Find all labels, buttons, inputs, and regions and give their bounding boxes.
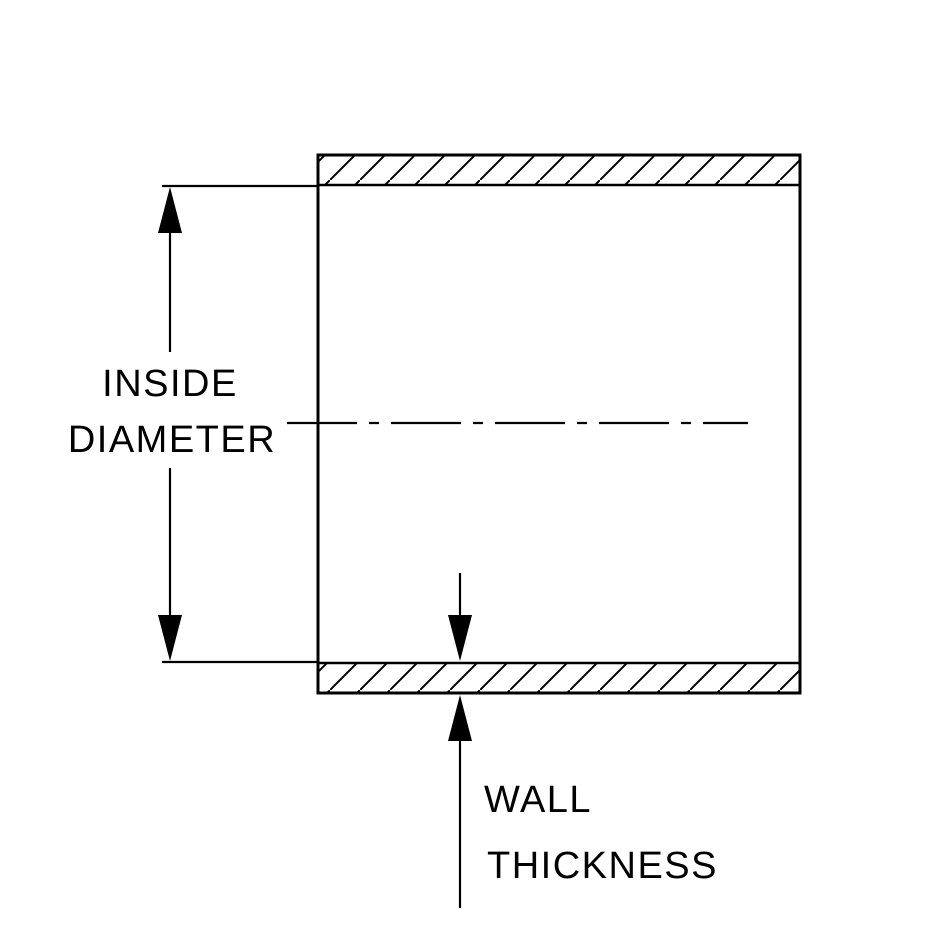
inside-diameter-dimension: INSIDE DIAMETER xyxy=(68,184,318,664)
tube-body xyxy=(287,153,802,695)
tube-bottom-wall-hatched xyxy=(316,661,802,695)
wall-thickness-arrow-down xyxy=(448,615,472,661)
wall-thickness-dimension: WALL THICKNESS xyxy=(448,573,718,908)
inside-diameter-arrow-down xyxy=(158,615,182,661)
wall-thickness-label-line2: THICKNESS xyxy=(487,845,718,887)
inside-diameter-label-line2: DIAMETER xyxy=(68,419,276,461)
tube-top-wall-hatched xyxy=(316,153,802,187)
wall-thickness-arrow-up xyxy=(448,695,472,741)
inside-diameter-label-line1: INSIDE xyxy=(102,363,238,405)
inside-diameter-arrow-up xyxy=(158,187,182,233)
wall-thickness-label-line1: WALL xyxy=(484,779,592,821)
